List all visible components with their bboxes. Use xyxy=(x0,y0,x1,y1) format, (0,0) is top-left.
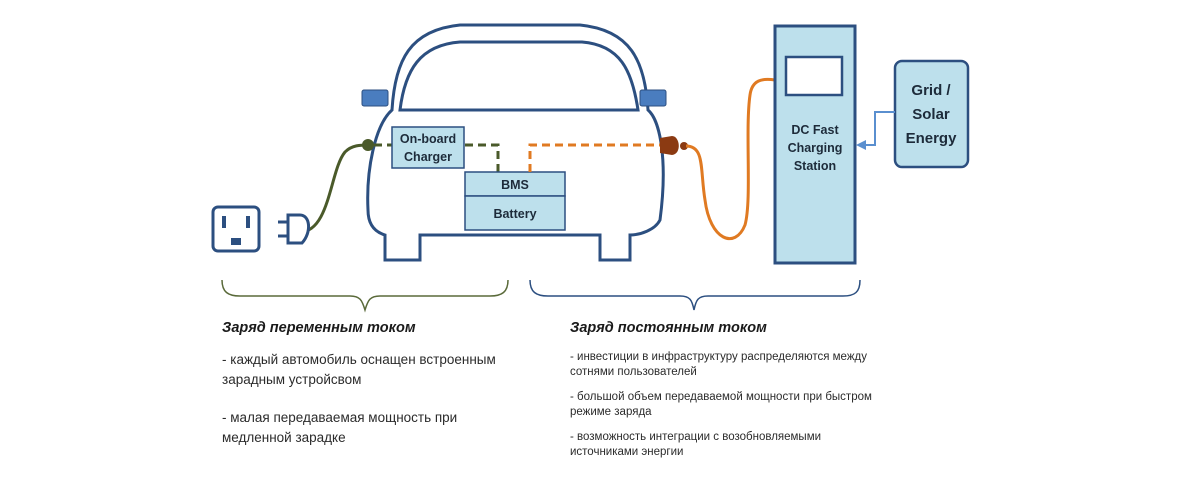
arrow-head-icon xyxy=(856,140,866,150)
dc-plug-tip xyxy=(680,142,688,150)
car-body xyxy=(366,23,665,262)
grid-label-1: Grid / xyxy=(911,82,951,99)
ac-inlet xyxy=(362,139,374,151)
dc-station-label-2: Charging xyxy=(788,141,843,155)
dc-description: Заряд постоянным током - инвестиции в ин… xyxy=(570,320,890,470)
right-mirror xyxy=(639,89,667,107)
bms-box xyxy=(464,171,566,197)
car xyxy=(361,23,667,262)
ac-description: Заряд переменным током - каждый автомоби… xyxy=(222,320,522,466)
grid-label-2: Solar xyxy=(912,106,950,123)
grid-solar-box xyxy=(893,59,970,169)
ac-internal-line xyxy=(374,143,500,172)
grid-to-station-arrow xyxy=(862,111,895,146)
ac-plug-icon xyxy=(278,213,310,245)
wall-socket-icon xyxy=(211,205,261,253)
onboard-charger-label-1: On-board xyxy=(400,132,456,146)
car-windshield xyxy=(398,40,640,112)
ac-brace xyxy=(221,279,509,313)
ac-heading: Заряд переменным током xyxy=(222,320,416,336)
dc-internal-line xyxy=(528,143,660,172)
battery-label: Battery xyxy=(493,207,536,221)
dc-cable xyxy=(685,77,776,241)
dc-station-label-1: DC Fast xyxy=(791,123,839,137)
dc-heading: Заряд постоянным током xyxy=(570,320,767,336)
dc-item-2: - большой объем передаваемой мощности пр… xyxy=(570,391,872,418)
battery-box xyxy=(464,195,566,231)
ac-cable xyxy=(299,143,371,234)
ac-item-1: - каждый автомобиль оснащен встроенным з… xyxy=(222,352,496,387)
dc-item-1: - инвестиции в инфраструктуру распределя… xyxy=(570,351,867,378)
left-mirror xyxy=(361,89,389,107)
onboard-charger-box xyxy=(391,126,465,169)
bms-label: BMS xyxy=(501,178,529,192)
dc-station-label-3: Station xyxy=(794,159,836,173)
ac-item-2: - малая передаваемая мощность при медлен… xyxy=(222,410,458,445)
dc-brace xyxy=(529,279,861,311)
onboard-charger-label-2: Charger xyxy=(404,150,452,164)
dc-station-screen xyxy=(784,55,844,97)
dc-plug-icon xyxy=(660,136,679,155)
grid-label-3: Energy xyxy=(906,130,958,147)
dc-item-3: - возможность интеграции с возобновляемы… xyxy=(570,431,822,458)
